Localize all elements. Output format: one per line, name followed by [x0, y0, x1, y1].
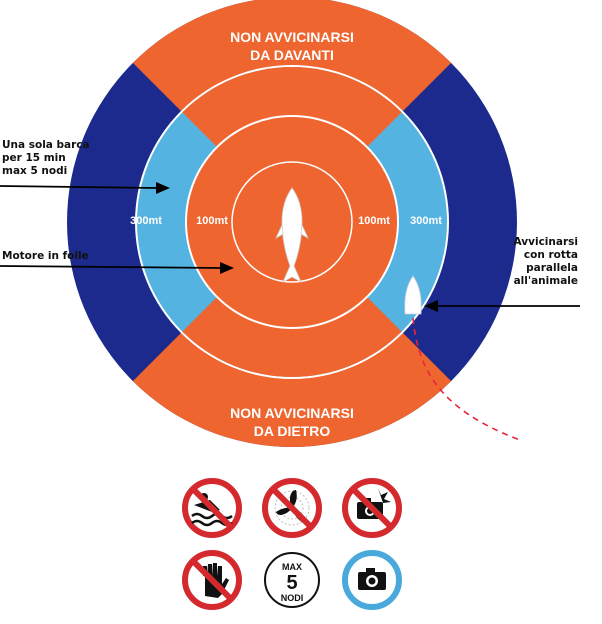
callout-approach-line3: parallela [526, 262, 578, 274]
callout-one-boat-line3: max 5 nodi [2, 165, 68, 177]
no-propeller-icon [262, 478, 322, 538]
no-touching-icon [182, 550, 242, 610]
camera-allowed-icon [342, 550, 402, 610]
bottom-zone-line1: NON AVVICINARSI [230, 405, 354, 421]
middle-front-sector [137, 67, 447, 222]
callout-one-boat-line2: per 15 min [2, 152, 66, 164]
boat-icon [404, 275, 422, 315]
callout-approach-line1: Avvicinarsi [513, 236, 578, 248]
bottom-zone-line2: DA DIETRO [254, 423, 331, 439]
callout-engine: Motore in folle [2, 250, 89, 263]
label-300-left: 300mt [130, 215, 162, 227]
callout-engine-text: Motore in folle [2, 250, 89, 262]
callout-one-boat: Una sola barca per 15 min max 5 nodi [2, 139, 90, 178]
no-swimming-icon [182, 478, 242, 538]
safety-signs: MAX 5 NODI [182, 478, 402, 610]
arrows [0, 182, 580, 312]
speed-unit-text: NODI [281, 593, 304, 603]
label-100-left: 100mt [196, 215, 228, 227]
callout-approach-line4: all'animale [513, 275, 578, 287]
dolphin-icon [275, 187, 309, 283]
core-circle [231, 161, 353, 283]
top-zone-line1: NON AVVICINARSI [230, 29, 354, 45]
label-300-right: 300mt [410, 215, 442, 227]
callout-approach: Avvicinarsi con rotta parallela all'anim… [514, 236, 578, 288]
callout-one-boat-line1: Una sola barca [2, 139, 90, 151]
boat-path [412, 317, 521, 441]
label-100-right: 100mt [358, 215, 390, 227]
top-zone-line2: DA DAVANTI [250, 47, 334, 63]
callout-approach-line2: con rotta [523, 249, 578, 261]
speed-value-text: 5 [286, 572, 297, 594]
speed-max-text: MAX [282, 562, 302, 572]
middle-back-sector [137, 222, 447, 377]
speed-limit-icon: MAX 5 NODI [264, 552, 320, 608]
no-flash-photo-icon [342, 478, 402, 538]
